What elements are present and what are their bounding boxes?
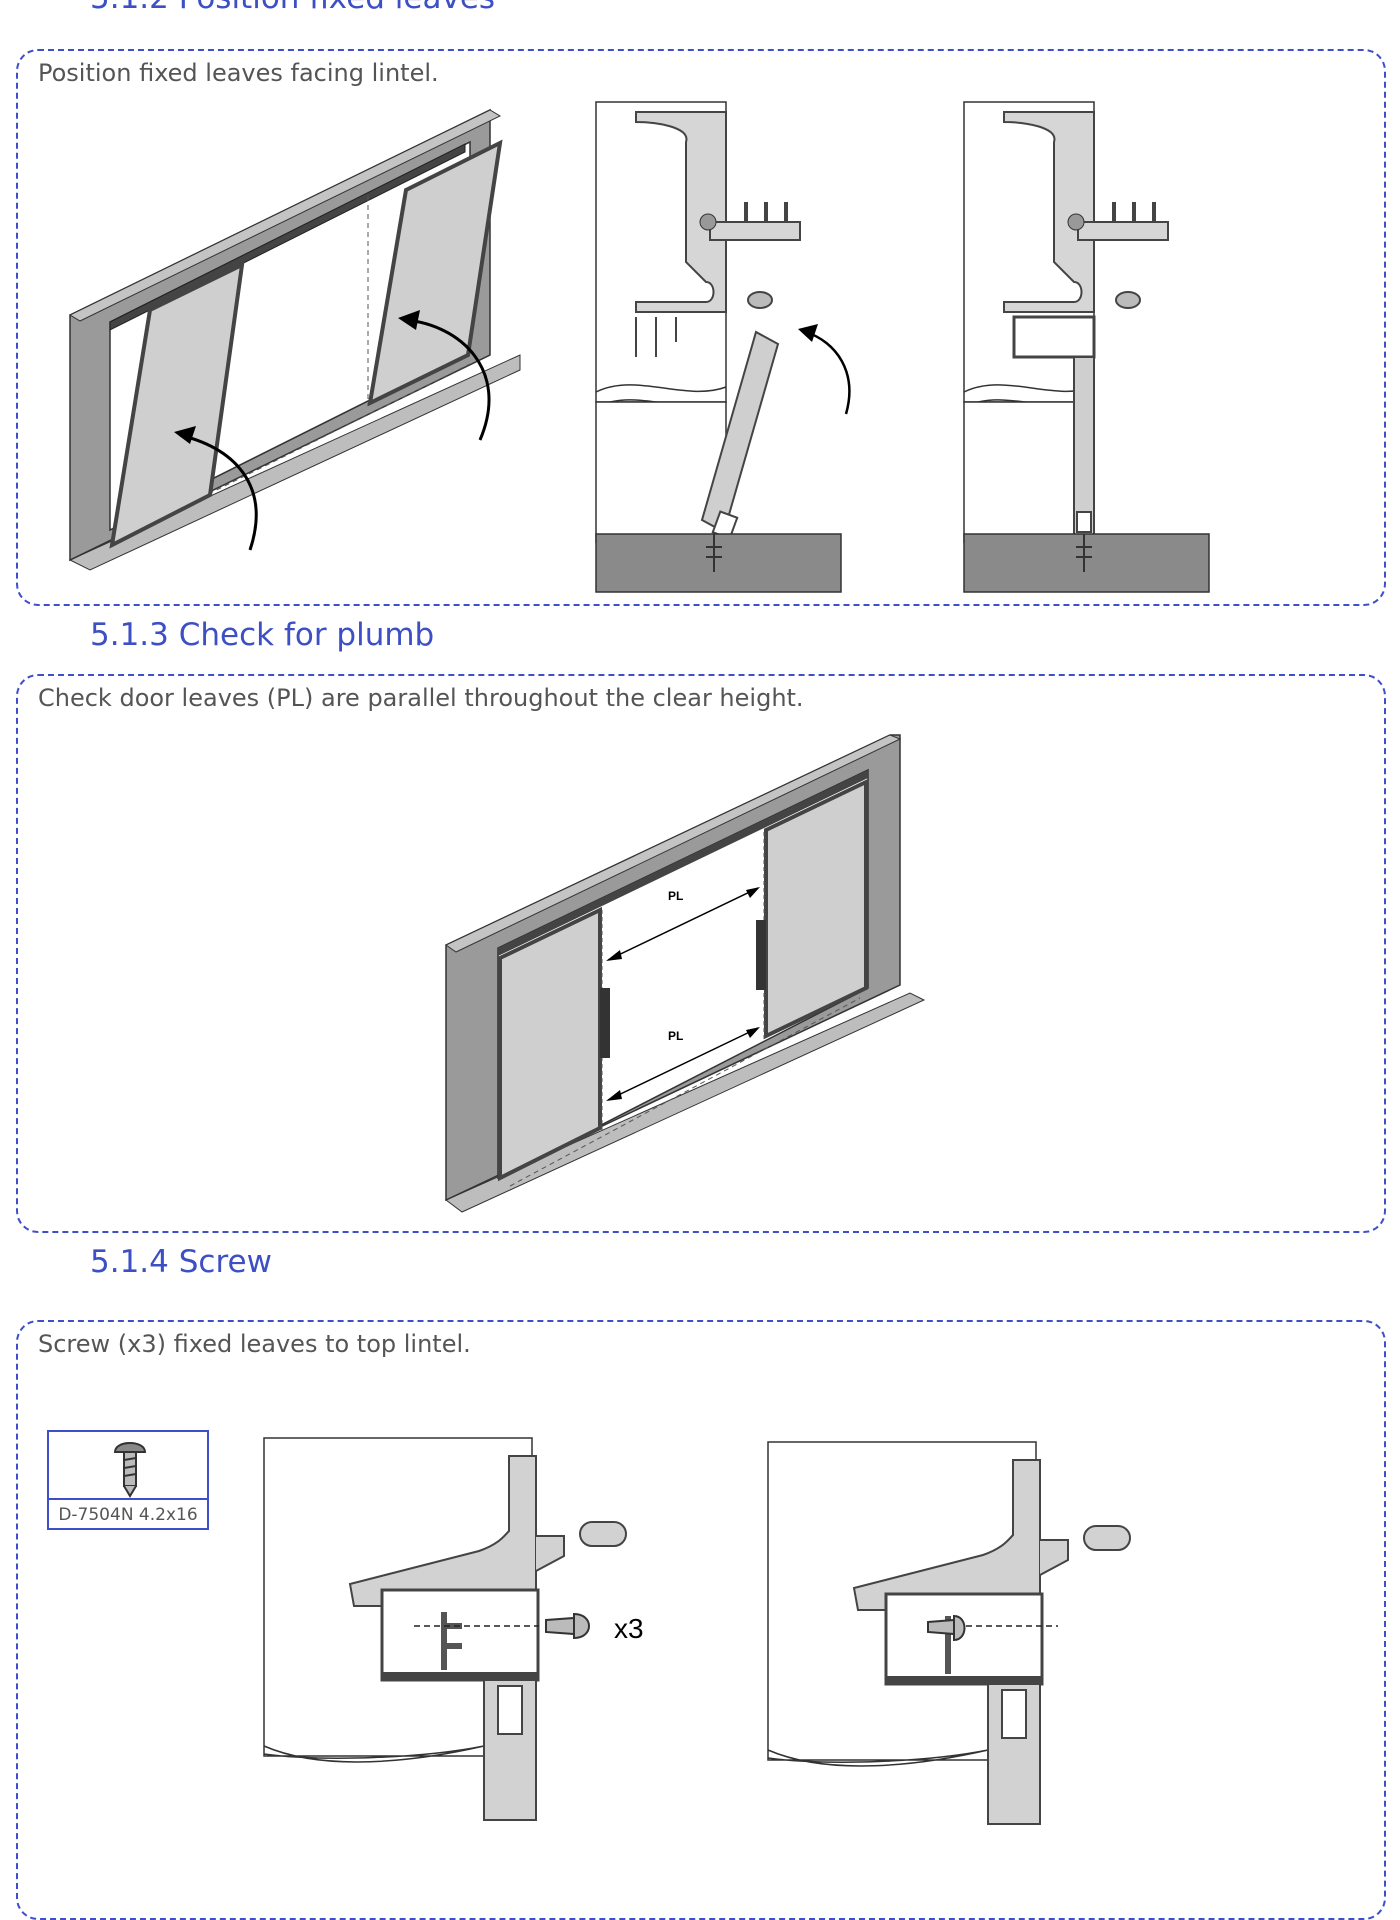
screw-installed [927,1614,966,1642]
step-panel-position-fixed-leaves: Position fixed leaves facing lintel. [16,49,1386,606]
lintel-track [109,143,466,331]
installed-leaf [1073,356,1095,538]
wall-top [68,109,502,322]
step-panel-check-plumb: Check door leaves (PL) are parallel thro… [16,674,1386,1233]
lintel-track [498,770,868,956]
leaf-carrier [1012,315,1096,359]
fixed-leaf-left [109,261,245,549]
step-instruction: Position fixed leaves facing lintel. [38,59,439,87]
door-leaf-left [498,906,602,1182]
fixed-leaf-right [367,139,503,407]
screw-icon [113,1442,147,1498]
screw-loose [545,1612,590,1640]
figure-screw-before: x3 [263,1437,644,1821]
lintel-bolt [699,213,717,231]
dimension-pl-top [607,887,759,961]
lintel-profile [635,111,727,313]
step-panel-screw: Screw (x3) fixed leaves to top lintel. [16,1320,1386,1920]
step-instruction: Screw (x3) fixed leaves to top lintel. [38,1330,471,1358]
arrow-rotate [805,330,851,415]
figure-leaves-positioning-isometric [68,108,521,571]
dimension-label-bottom: PL [668,1029,683,1043]
wall-top [445,734,902,953]
step-instruction: Check door leaves (PL) are parallel thro… [38,684,804,712]
figure-leaf-rotating-section [595,101,851,593]
section-heading-5-1-2: 5.1.2 Position fixed leaves [90,0,495,16]
figure-leaf-installed-section [963,101,1210,593]
dimension-pl-bottom [607,1027,759,1101]
floor-strip [68,354,521,571]
handle-right [756,920,766,990]
section-heading-5-1-3: 5.1.3 Check for plumb [90,617,435,653]
handle-left [600,988,610,1058]
part-reference-box: D-7504N 4.2x16 [47,1430,209,1530]
figure-screw-after [767,1441,1131,1825]
arrow-lift-right [405,318,491,441]
leaf-carrier [380,1588,540,1682]
figure-check-plumb-isometric: PL PL [445,734,926,1213]
dimension-label-top: PL [668,889,683,903]
floor-block [595,533,842,593]
part-code: D-7504N 4.2x16 [58,1505,198,1525]
section-heading-5-1-4: 5.1.4 Screw [90,1244,272,1280]
quantity-label: x3 [614,1613,644,1644]
arrow-lift-left [179,433,258,551]
